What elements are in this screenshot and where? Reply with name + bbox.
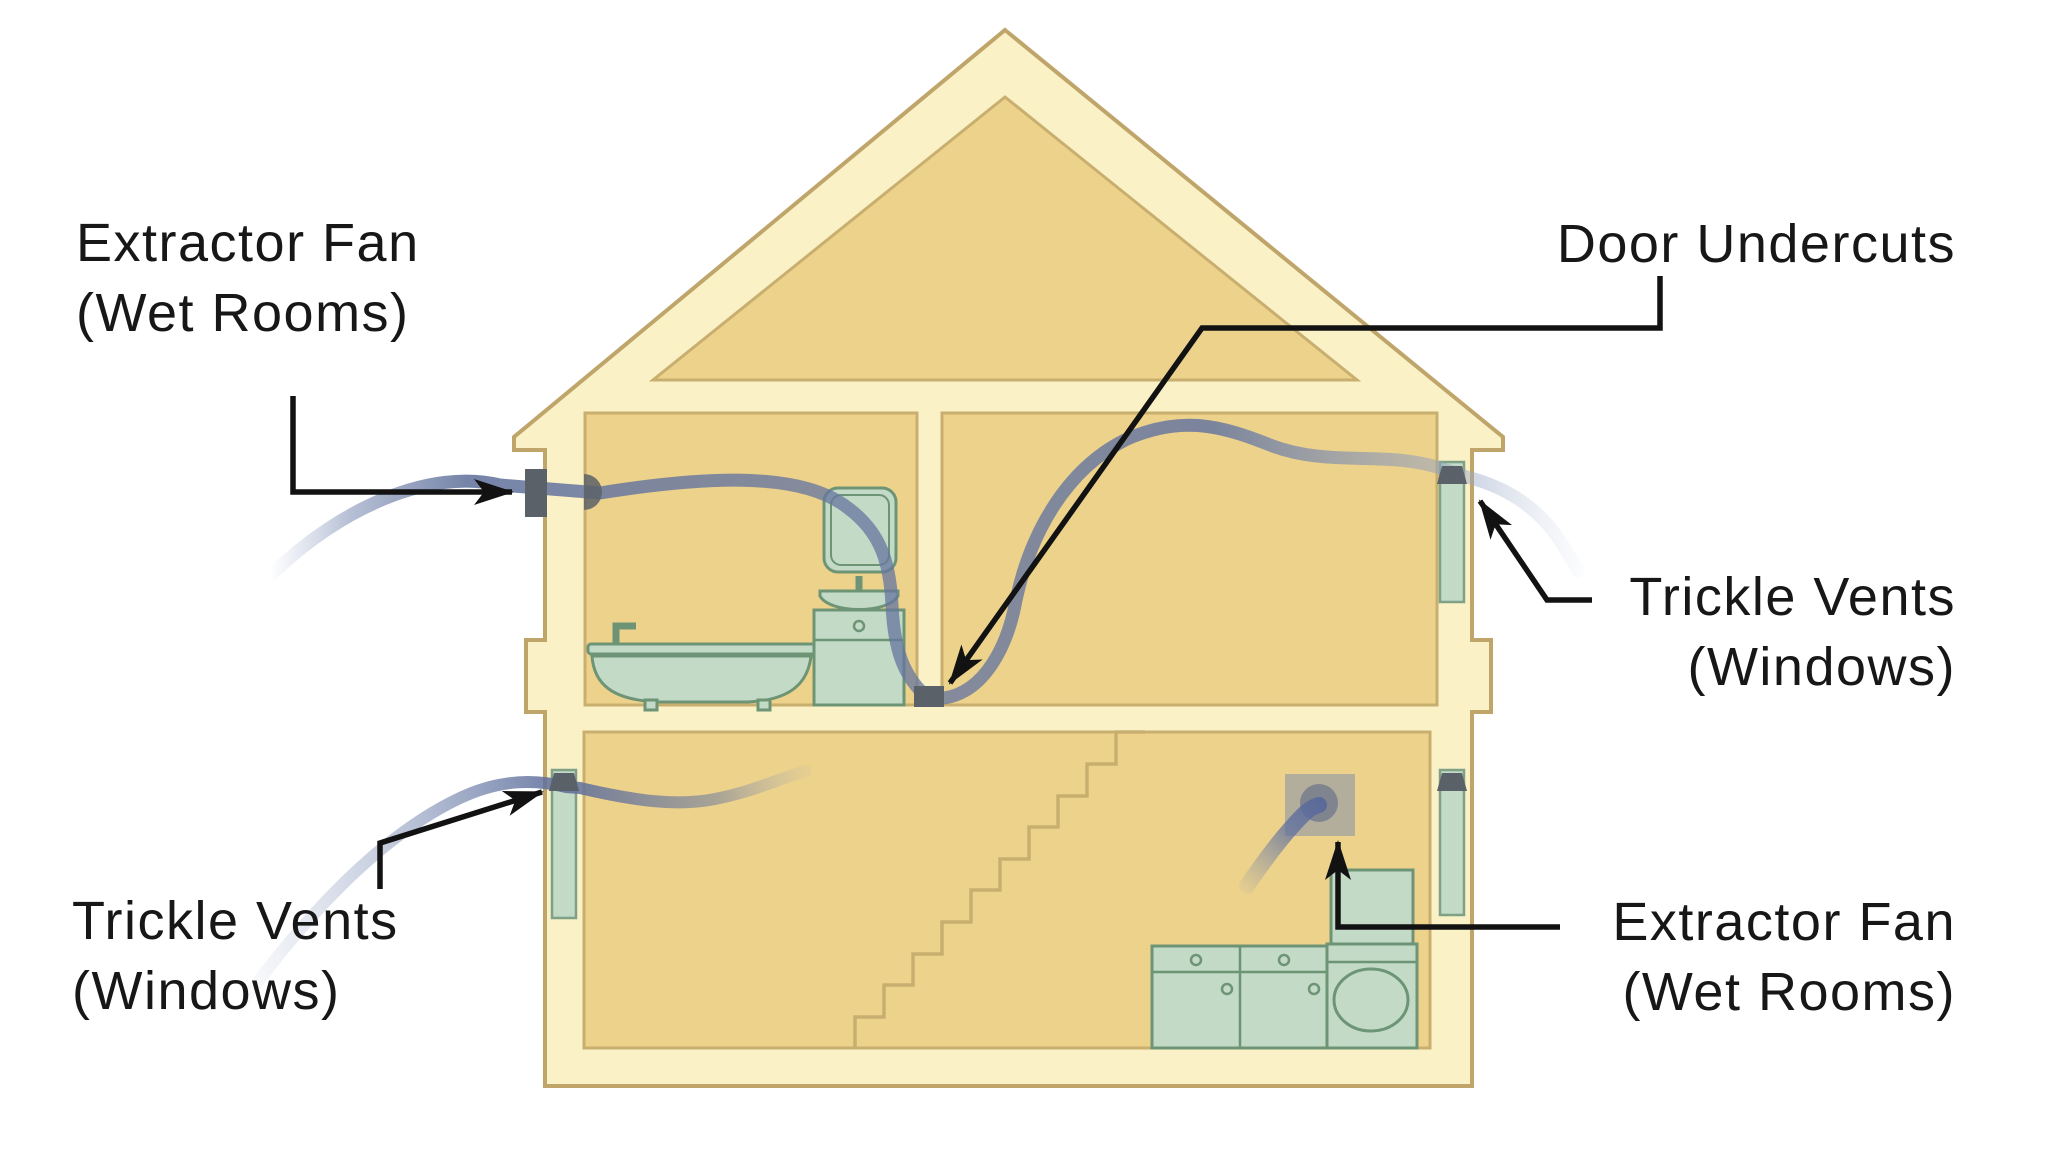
trickle-vent-right-ground xyxy=(1437,773,1467,791)
sink-bowl xyxy=(818,589,900,611)
window-left-ground xyxy=(550,768,578,920)
label-line: Extractor Fan xyxy=(1612,892,1956,952)
airflow-upper-main xyxy=(265,418,1585,705)
label-door-undercuts: Door Undercuts xyxy=(1557,209,1956,279)
trickle-vent-left-ground xyxy=(549,773,579,791)
leader-door-undercuts xyxy=(947,276,1663,685)
extractor-vent-upper-left xyxy=(525,469,547,517)
leader-trickle-right xyxy=(1477,499,1592,603)
label-trickle-vents-lower-left: Trickle Vents (Windows) xyxy=(72,886,399,1026)
laundry-box xyxy=(1329,868,1415,946)
label-line: (Windows) xyxy=(72,961,341,1021)
label-line: Trickle Vents xyxy=(72,891,399,951)
washer-door xyxy=(1332,967,1410,1033)
label-line: Door Undercuts xyxy=(1556,214,1956,274)
label-extractor-fan-upper: Extractor Fan (Wet Rooms) xyxy=(76,208,420,348)
bathtub-faucet xyxy=(612,622,636,648)
kitchen-cabinets xyxy=(1150,944,1330,1050)
fan-duct-bump xyxy=(584,474,602,510)
leader-arrows xyxy=(290,276,1663,930)
label-line: Extractor Fan xyxy=(76,213,420,273)
window-right-upper xyxy=(1438,460,1466,604)
label-line: (Wet Rooms) xyxy=(1622,962,1956,1022)
bathtub xyxy=(586,622,818,712)
label-line: (Wet Rooms) xyxy=(76,283,410,343)
airflow-fan-swoosh xyxy=(1239,797,1327,894)
label-line: Trickle Vents xyxy=(1629,567,1956,627)
label-extractor-fan-lower: Extractor Fan (Wet Rooms) xyxy=(1612,887,1956,1027)
washing-machine xyxy=(1325,868,1419,1050)
label-line: (Windows) xyxy=(1687,637,1956,697)
trickle-vent-right-upper xyxy=(1437,466,1467,484)
airflow-paths xyxy=(212,418,1585,1044)
leader-trickle-left xyxy=(377,789,544,889)
attic-interior xyxy=(648,95,1362,382)
leader-extractor-upper xyxy=(290,396,514,505)
leader-extractor-lower xyxy=(1325,840,1560,930)
door-undercut-block xyxy=(914,686,944,707)
label-trickle-vents-right: Trickle Vents (Windows) xyxy=(1629,562,1956,702)
airflow-ground-left xyxy=(212,765,812,1044)
staircase xyxy=(853,730,1145,1048)
window-right-ground xyxy=(1438,768,1466,917)
vent-blocks xyxy=(525,466,1467,791)
